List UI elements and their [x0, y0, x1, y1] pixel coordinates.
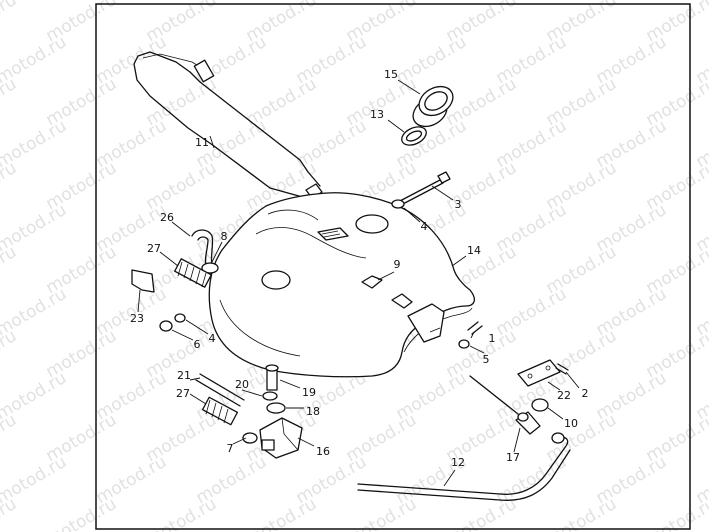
- rear-mount-plate: [517, 359, 561, 387]
- callout-22: 22: [557, 389, 571, 402]
- callout-19: 19: [302, 386, 316, 399]
- callout-20: 20: [235, 378, 249, 391]
- long-bolt: [397, 171, 451, 206]
- watermark-text: motod.ru: [693, 0, 709, 4]
- callout-21: 21: [177, 369, 191, 382]
- diagram-frame: [95, 3, 691, 530]
- callout-6: 6: [194, 338, 201, 351]
- watermark-text: motod.ru: [0, 74, 20, 130]
- callout-16: 16: [316, 445, 330, 458]
- callout-27a: 27: [147, 242, 161, 255]
- callout-3: 3: [455, 198, 462, 211]
- callout-8: 8: [221, 230, 228, 243]
- watermark-text: motod.ru: [343, 494, 421, 532]
- mount-bracket: [131, 269, 155, 293]
- filter-ring: [262, 391, 278, 401]
- callout-26: 26: [160, 211, 174, 224]
- watermark-text: motod.ru: [0, 0, 20, 46]
- callout-17: 17: [506, 451, 520, 464]
- small-clamp: [531, 398, 549, 412]
- callout-9: 9: [394, 258, 401, 271]
- watermark-text: motod.ru: [643, 494, 709, 532]
- watermark-text: motod.ru: [0, 158, 20, 214]
- callout-4a: 4: [421, 220, 428, 233]
- petcock-gasket: [266, 402, 286, 414]
- nut-lower: [159, 320, 173, 332]
- fuel-cap: [412, 85, 454, 128]
- watermark-text: motod.ru: [0, 410, 20, 466]
- tank-clip: [361, 275, 383, 289]
- callout-13: 13: [370, 108, 384, 121]
- petcock-filter: [265, 364, 279, 391]
- watermark-text: motod.ru: [543, 494, 621, 532]
- callout-1: 1: [489, 332, 496, 345]
- watermark-text: motod.ru: [0, 326, 20, 382]
- callout-27b: 27: [176, 387, 190, 400]
- washer-top: [391, 199, 405, 209]
- callout-2: 2: [582, 387, 589, 400]
- cap-gasket: [401, 126, 427, 146]
- callout-5: 5: [483, 353, 490, 366]
- fuel-line: [357, 432, 571, 501]
- callout-12: 12: [451, 456, 465, 469]
- screw-rear: [467, 321, 483, 335]
- fuel-tank: [208, 192, 476, 378]
- callout-23: 23: [130, 312, 144, 325]
- washer-lower: [174, 313, 186, 323]
- hose-clamp: [201, 262, 219, 274]
- callout-4b: 4: [209, 332, 216, 345]
- callout-labels: 1 2 3 4 4 5 6 7 8 9 10 11 12 13 14 15 16…: [130, 68, 589, 469]
- spring-upper: [174, 258, 212, 288]
- callout-7: 7: [227, 442, 234, 455]
- petcock-hose: [195, 373, 245, 407]
- washer-rear: [458, 339, 470, 349]
- watermark-text: motod.ru: [243, 494, 321, 532]
- watermark-text: motod.ru: [43, 494, 121, 532]
- watermark-text: motod.ru: [143, 494, 221, 532]
- petcock-clamp: [242, 432, 258, 444]
- watermark-text: motod.ru: [0, 242, 20, 298]
- callout-14: 14: [467, 244, 481, 257]
- fuel-fitting: [469, 375, 541, 435]
- callout-10: 10: [564, 417, 578, 430]
- screw-plate: [555, 363, 569, 375]
- callout-11: 11: [195, 136, 209, 149]
- fuel-petcock: [259, 417, 303, 459]
- callout-18: 18: [306, 405, 320, 418]
- leader-lines: [137, 79, 580, 487]
- callout-15: 15: [384, 68, 398, 81]
- crossover-hose: [191, 229, 214, 267]
